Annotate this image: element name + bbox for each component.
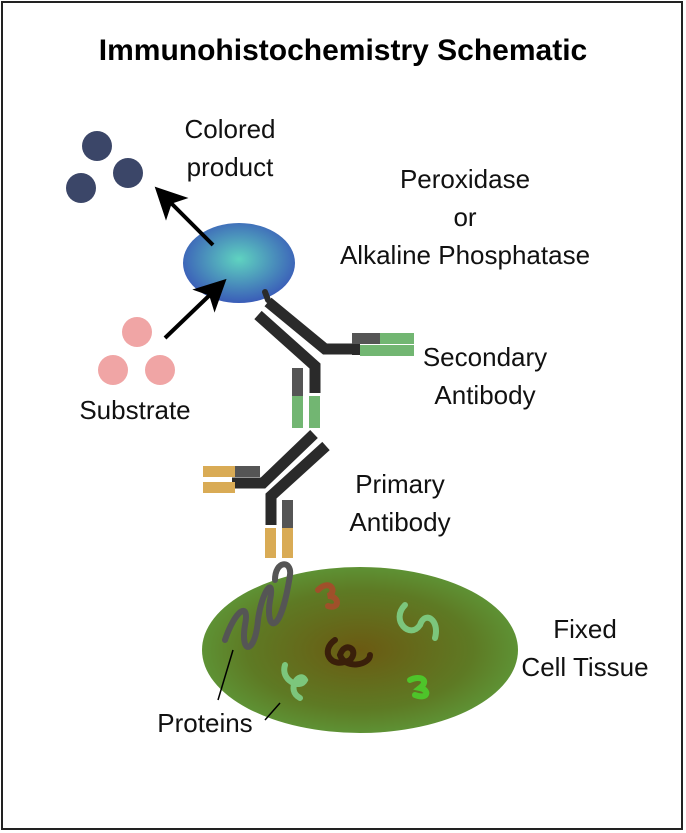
label-enzyme: Peroxidase or Alkaline Phosphatase	[339, 164, 591, 270]
substrate-dot	[122, 317, 152, 347]
protein-brightgreen	[407, 675, 430, 700]
substrate-dot	[98, 355, 128, 385]
proteins	[222, 561, 439, 701]
substrate-dots	[98, 317, 175, 385]
proteins-pointer-2	[264, 702, 281, 721]
label-colored-product: Colored product	[184, 114, 276, 182]
protein-gray	[222, 561, 294, 650]
arrow-from-substrate	[163, 278, 227, 340]
product-dot	[113, 158, 143, 188]
label-proteins: Proteins	[157, 708, 253, 738]
primary-antibody	[203, 430, 330, 558]
protein-lightgreen-1	[396, 602, 439, 641]
arrow-to-product	[154, 186, 215, 247]
label-secondary-antibody: Secondary Antibody	[422, 342, 548, 410]
protein-lightgreen-2	[281, 662, 309, 701]
protein-darkbrown	[324, 637, 373, 668]
colored-product-dots	[66, 131, 143, 203]
substrate-dot	[145, 355, 175, 385]
label-fixed-cell-tissue: Fixed Cell Tissue	[521, 614, 649, 682]
product-dot	[66, 173, 96, 203]
protein-rust	[315, 582, 340, 610]
diagram-title: Immunohistochemistry Schematic	[98, 34, 588, 67]
label-substrate: Substrate	[79, 395, 191, 425]
label-primary-antibody: Primary Antibody	[349, 469, 451, 537]
secondary-antibody	[254, 289, 414, 428]
product-dot	[82, 131, 112, 161]
enzyme-blob	[183, 223, 295, 303]
proteins-pointer-1	[217, 649, 234, 701]
